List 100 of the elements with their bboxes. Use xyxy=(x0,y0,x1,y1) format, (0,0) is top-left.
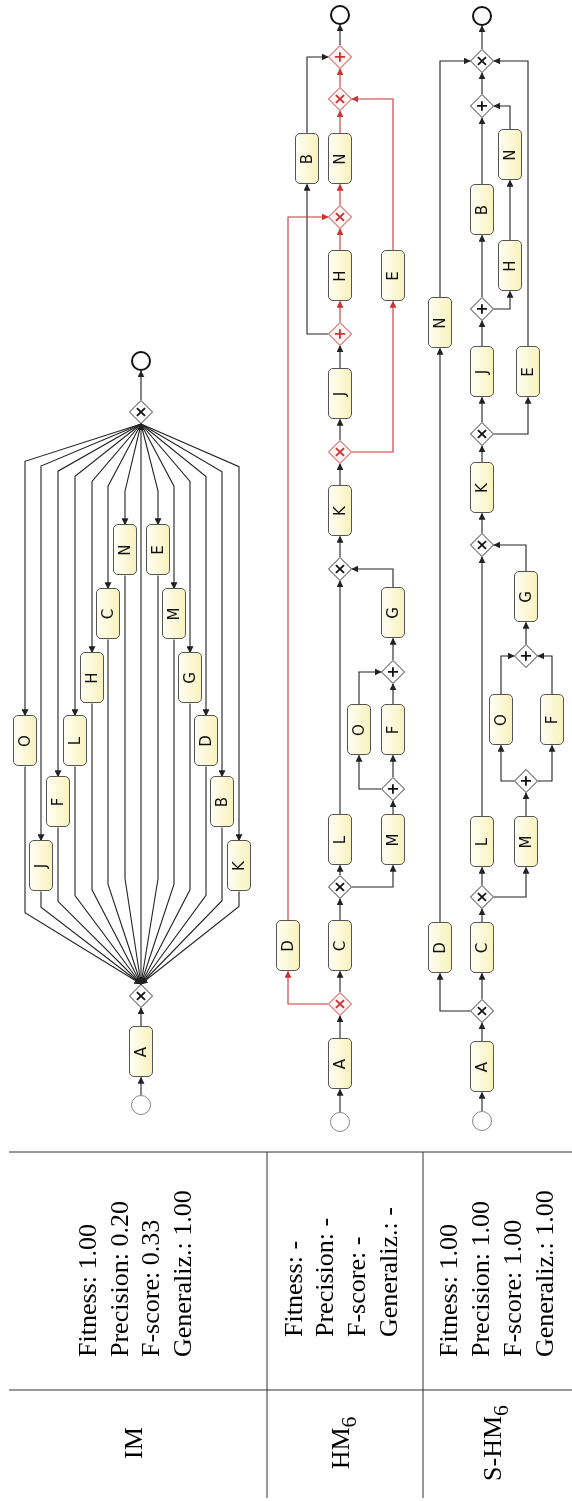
start-event-circle xyxy=(330,1112,350,1132)
sequence-flow-arrow xyxy=(336,535,344,558)
sequence-flow-arrow xyxy=(358,668,382,706)
activity-box: M xyxy=(381,814,405,866)
activity-box: F xyxy=(46,776,70,828)
sequence-flow-arrow xyxy=(140,423,210,717)
activity-box: N xyxy=(113,524,137,576)
activity-box: K xyxy=(470,462,494,514)
sequence-flow-arrow xyxy=(506,179,514,242)
sequence-flow-arrow xyxy=(88,423,142,654)
metric-value: Precision: 0.20 xyxy=(104,1201,135,1357)
activity-box: M xyxy=(514,816,538,868)
gateway-diamond: + xyxy=(381,660,405,684)
gateway-diamond: × xyxy=(328,992,352,1016)
end-event-circle xyxy=(330,5,350,25)
sequence-flow-arrow xyxy=(140,890,240,985)
metric-value: Fitness: 1.00 xyxy=(433,1224,464,1357)
sequence-flow-arrow xyxy=(336,418,344,441)
gateway-diamond: + xyxy=(470,297,494,321)
activity-box: B xyxy=(210,776,234,828)
activity-box: B xyxy=(295,133,319,185)
activity-box: H xyxy=(80,652,104,704)
sequence-flow-arrow xyxy=(351,565,394,589)
gateway-diamond: × xyxy=(328,557,352,581)
sequence-flow-arrow xyxy=(493,57,529,348)
gateway-diamond: × xyxy=(328,205,352,229)
gateway-diamond: × xyxy=(328,440,352,464)
gateway-diamond: + xyxy=(470,94,494,118)
end-event-circle xyxy=(472,6,492,26)
sequence-flow-arrow xyxy=(478,234,486,298)
metric-value: Generaliz.: 1.00 xyxy=(529,1190,560,1357)
activity-box: D xyxy=(428,922,452,974)
sequence-flow-arrow xyxy=(140,423,226,778)
activity-box: K xyxy=(328,485,352,537)
sequence-flow-arrow xyxy=(355,754,382,790)
sequence-flow-arrow xyxy=(478,445,486,464)
sequence-flow-arrow xyxy=(478,25,486,50)
sequence-flow-arrow xyxy=(137,370,145,401)
activity-box: C xyxy=(470,922,494,974)
metric-value: F-score: 1.00 xyxy=(497,1219,528,1357)
metric-value: Precision: 1.00 xyxy=(465,1201,496,1357)
sequence-flow-arrow xyxy=(439,57,471,299)
metric-value: Precision: - xyxy=(309,1217,340,1337)
gateway-diamond: × xyxy=(470,999,494,1023)
sequence-flow-arrow xyxy=(336,864,344,876)
sequence-flow-arrow xyxy=(137,1007,145,1028)
sequence-flow-arrow xyxy=(137,1076,145,1096)
gateway-diamond: × xyxy=(328,875,352,899)
start-event-circle xyxy=(131,1095,151,1115)
sequence-flow-arrow xyxy=(336,300,344,323)
activity-box: J xyxy=(470,346,494,398)
gateway-diamond: × xyxy=(470,885,494,909)
start-event-circle xyxy=(472,1111,492,1131)
activity-box: C xyxy=(328,920,352,972)
sequence-flow-arrow xyxy=(478,512,486,534)
sequence-flow-arrow xyxy=(389,754,397,778)
sequence-flow-arrow xyxy=(284,970,329,1005)
sequence-flow-arrow xyxy=(493,866,530,898)
activity-box: L xyxy=(328,814,352,866)
activity-box: G xyxy=(178,652,202,704)
method-name: IM xyxy=(118,1427,149,1459)
sequence-flow-arrow xyxy=(336,24,344,46)
sequence-flow-arrow xyxy=(478,908,486,924)
gateway-diamond: + xyxy=(328,322,352,346)
sequence-flow-arrow xyxy=(306,53,329,135)
sequence-flow-arrow xyxy=(493,396,532,435)
sequence-flow-arrow xyxy=(336,970,344,993)
sequence-flow-arrow xyxy=(478,396,486,423)
gateway-diamond: + xyxy=(328,45,352,69)
sequence-flow-arrow xyxy=(336,580,344,816)
activity-box: G xyxy=(381,587,405,639)
activity-box: N xyxy=(328,133,352,185)
activity-box: O xyxy=(489,694,513,746)
gateway-diamond: + xyxy=(514,769,538,793)
activity-box: G xyxy=(514,571,538,623)
metric-value: Generaliz.: 1.00 xyxy=(167,1190,198,1357)
sequence-flow-arrow xyxy=(140,826,223,985)
sequence-flow-arrow xyxy=(287,213,329,922)
sequence-flow-arrow xyxy=(336,110,344,135)
sequence-flow-arrow xyxy=(478,1022,486,1043)
gateway-diamond: + xyxy=(514,644,538,668)
sequence-flow-arrow xyxy=(478,1091,486,1112)
sequence-flow-arrow xyxy=(478,972,486,1000)
activity-box: L xyxy=(63,715,87,767)
sequence-flow-arrow xyxy=(71,423,142,717)
sequence-flow-arrow xyxy=(336,463,344,487)
activity-box: J xyxy=(29,840,53,892)
activity-box: B xyxy=(470,184,494,236)
sequence-flow-arrow xyxy=(351,864,397,888)
sequence-flow-arrow xyxy=(336,1088,344,1113)
activity-box: N xyxy=(498,129,522,181)
sequence-flow-arrow xyxy=(336,183,344,206)
sequence-flow-arrow xyxy=(140,423,178,590)
sequence-flow-arrow xyxy=(336,898,344,922)
sequence-flow-arrow xyxy=(37,423,142,842)
sequence-flow-arrow xyxy=(303,183,329,335)
gateway-diamond: × xyxy=(470,49,494,73)
gateway-diamond: × xyxy=(470,533,494,557)
metric-value: F-score: 0.33 xyxy=(135,1219,166,1357)
gateway-diamond: × xyxy=(470,422,494,446)
